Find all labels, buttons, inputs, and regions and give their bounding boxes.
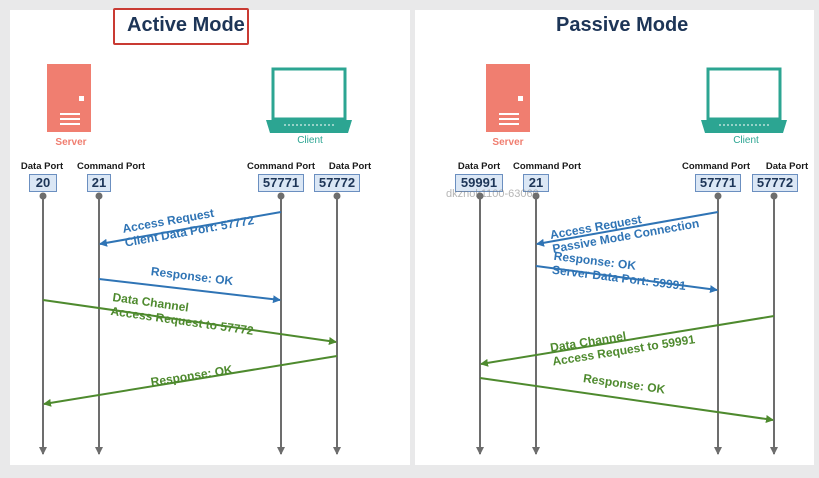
port-label: Command Port: [512, 161, 582, 172]
server-icon: [486, 64, 530, 132]
port-label: Command Port: [246, 161, 316, 172]
message-arrow: [98, 278, 281, 304]
port-label: Data Port: [457, 161, 501, 172]
port-label: Data Port: [765, 161, 809, 172]
lifeline: [277, 192, 285, 455]
message-arrow: [536, 211, 719, 247]
message-label: Response: OK: [582, 371, 666, 396]
port-number: 57771: [258, 174, 304, 192]
message-arrow: [43, 355, 338, 407]
lifeline: [714, 192, 722, 455]
port-number: 59991: [455, 174, 503, 192]
message-arrow: [535, 265, 718, 294]
port-number: 21: [87, 174, 111, 192]
port-label: Data Port: [20, 161, 64, 172]
client-label: Client: [297, 135, 323, 146]
passive-mode-panel: [415, 10, 814, 465]
client-icon: [266, 67, 352, 133]
port-number: 57772: [752, 174, 798, 192]
port-number: 20: [29, 174, 57, 192]
port-number: 57772: [314, 174, 360, 192]
lifeline: [532, 192, 540, 455]
client-label: Client: [733, 135, 759, 146]
watermark: dkznok1100-63060: [446, 188, 539, 200]
message-arrow: [480, 315, 775, 367]
lifeline: [333, 192, 341, 455]
message-arrow: [479, 377, 774, 423]
lifeline: [770, 192, 778, 455]
message-label: Response: OK: [150, 264, 234, 288]
port-number: 21: [523, 174, 549, 192]
lifeline: [476, 192, 484, 455]
port-label: Command Port: [76, 161, 146, 172]
port-label: Data Port: [328, 161, 372, 172]
passive-mode-title: Passive Mode: [556, 14, 689, 36]
server-icon: [47, 64, 91, 132]
server-label: Server: [492, 137, 524, 148]
port-label: Command Port: [681, 161, 751, 172]
port-number: 57771: [695, 174, 741, 192]
client-icon: [701, 67, 787, 133]
server-label: Server: [55, 137, 87, 148]
message-label: Response: OK: [150, 362, 234, 389]
lifeline: [39, 192, 47, 455]
lifeline: [95, 192, 103, 455]
message-arrow: [99, 211, 282, 247]
active-mode-title: Active Mode: [127, 14, 245, 36]
active-title-highlight: [113, 8, 249, 45]
message-arrow: [42, 299, 337, 345]
